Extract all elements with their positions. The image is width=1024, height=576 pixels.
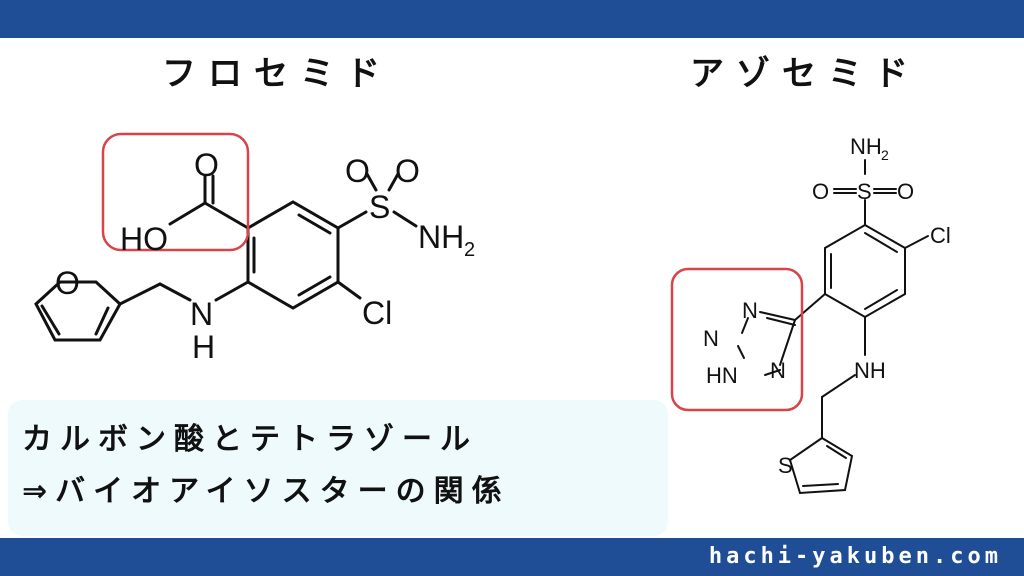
caption-line-2: ⇒バイオアイソスターの関係 (22, 474, 510, 509)
site-url: hachi-yakuben.com (708, 544, 1002, 569)
furosemide-sulfonyl-o1: O (345, 153, 370, 189)
azosemide-nh2: NH (850, 134, 882, 159)
tetrazole-n-left: N (703, 326, 719, 351)
tetrazole-highlight-box (670, 267, 804, 412)
azosemide-s: S (857, 179, 872, 204)
tetrazole-hn: HN (706, 363, 738, 388)
furosemide-amine-h: H (192, 329, 215, 365)
furan-o: O (55, 265, 80, 301)
furosemide-s: S (369, 189, 390, 225)
furosemide-nh2-sub: 2 (464, 239, 475, 261)
carboxyl-highlight-box (101, 132, 250, 252)
furosemide-amine-n: N (190, 296, 213, 332)
azosemide-o-right: O (897, 179, 914, 204)
furosemide-sulfonyl-o2: O (395, 153, 420, 189)
furosemide-structure (34, 172, 418, 342)
caption-box: カルボン酸とテトラゾール ⇒バイオアイソスターの関係 (8, 400, 668, 536)
caption-line-1: カルボン酸とテトラゾール (22, 422, 478, 457)
azosemide-nh: NH (854, 358, 886, 383)
thiophene-ring (788, 436, 854, 495)
azosemide-nh2-sub: 2 (881, 147, 889, 163)
title-azosemide: アゾセミド (690, 54, 920, 94)
tetrazole-n-right: N (770, 358, 786, 383)
furosemide-o-carbonyl: O (194, 147, 219, 183)
furosemide-benzene-ring (246, 200, 340, 310)
azosemide-structure (737, 159, 929, 495)
tetrazole-n-top: N (742, 298, 758, 323)
furosemide-ho: HO (120, 221, 168, 257)
footer-bar (0, 538, 1024, 576)
furosemide-cl: Cl (362, 295, 392, 331)
furosemide-nh2: NH (418, 219, 464, 255)
furan-ring (34, 280, 122, 342)
header-bar (0, 0, 1024, 38)
title-furosemide: フロセミド (162, 54, 392, 94)
azosemide-benzene-ring (824, 223, 906, 319)
thiophene-s: S (778, 453, 793, 478)
azosemide-o-left: O (812, 179, 829, 204)
azosemide-cl: Cl (930, 223, 951, 248)
